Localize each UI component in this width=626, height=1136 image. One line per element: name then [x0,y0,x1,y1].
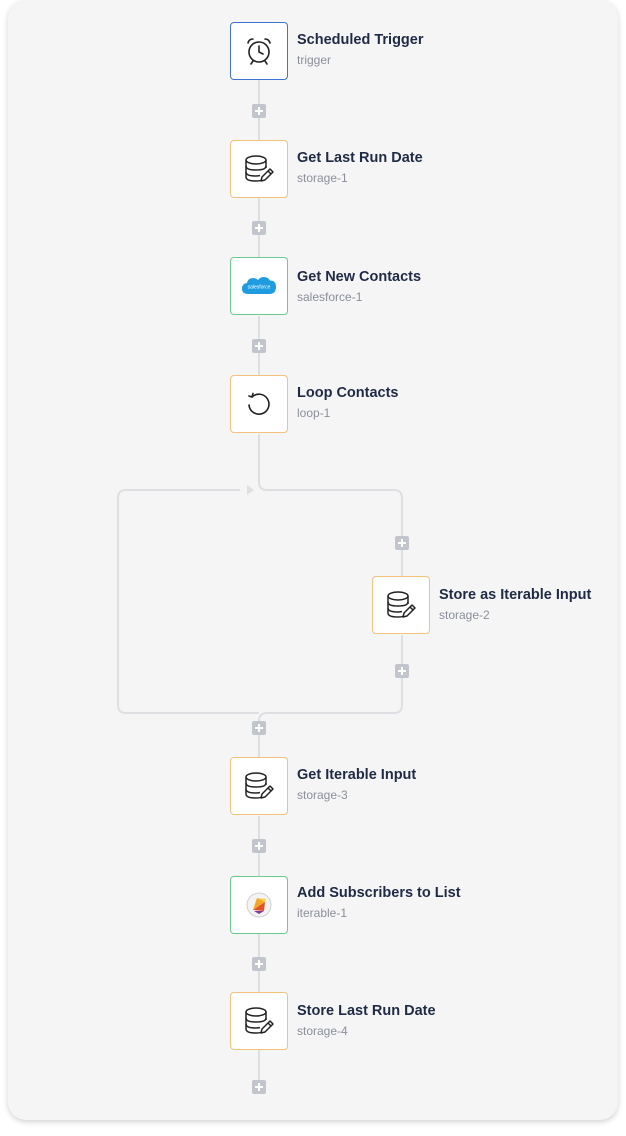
step-title: Store as Iterable Input [439,587,592,603]
add-step-button[interactable] [252,721,266,735]
step-subtitle: storage-2 [439,608,490,622]
add-step-button[interactable] [252,1080,266,1094]
step-label: Loop Contacts loop-1 [297,384,399,421]
step-subtitle: storage-4 [297,1024,348,1038]
step-subtitle: salesforce-1 [297,290,363,304]
step-get-new-contacts[interactable]: salesforce [230,257,288,315]
salesforce-logo-text: salesforce [248,285,271,291]
iterable-logo-icon [246,892,272,918]
step-title: Loop Contacts [297,385,399,401]
step-title: Get New Contacts [297,269,422,285]
storage-edit-icon [245,1007,274,1034]
step-add-subscribers-to-list[interactable] [230,876,288,934]
step-label: Store Last Run Date storage-4 [297,1002,436,1039]
step-title: Scheduled Trigger [297,32,424,48]
step-label: Get Iterable Input storage-3 [297,766,416,803]
step-title: Get Last Run Date [297,150,423,166]
step-store-as-iterable-input[interactable] [372,576,430,634]
step-subtitle: trigger [297,53,332,67]
alarm-clock-icon [247,38,271,65]
step-title: Add Subscribers to List [297,885,461,901]
flow-canvas: Scheduled Trigger trigger Get Last Run D… [8,0,618,1120]
add-step-button[interactable] [252,339,266,353]
step-subtitle: storage-1 [297,171,348,185]
step-scheduled-trigger[interactable] [230,22,288,80]
step-label: Get New Contacts salesforce-1 [297,268,421,305]
add-step-button[interactable] [252,839,266,853]
step-label: Add Subscribers to List iterable-1 [297,884,461,921]
add-step-button[interactable] [252,221,266,235]
add-step-button[interactable] [395,536,409,550]
loop-back-arrow-icon [247,485,254,495]
step-subtitle: loop-1 [297,406,331,420]
step-label: Store as Iterable Input storage-2 [439,586,591,623]
salesforce-logo-icon: salesforce [242,277,276,294]
step-get-last-run-date[interactable] [230,140,288,198]
storage-edit-icon [245,772,274,799]
step-subtitle: storage-3 [297,788,348,802]
flow-connectors [117,80,403,1080]
step-subtitle: iterable-1 [297,906,348,920]
add-step-button[interactable] [252,104,266,118]
step-store-last-run-date[interactable] [230,992,288,1050]
step-label: Get Last Run Date storage-1 [297,149,423,186]
step-title: Get Iterable Input [297,767,417,783]
add-step-button[interactable] [395,664,409,678]
add-step-button[interactable] [252,957,266,971]
storage-edit-icon [387,591,416,618]
loop-icon [248,392,270,415]
step-title: Store Last Run Date [297,1003,436,1019]
step-label: Scheduled Trigger trigger [297,31,424,68]
step-loop-contacts[interactable] [230,375,288,433]
storage-edit-icon [245,155,274,182]
step-get-iterable-input[interactable] [230,757,288,815]
